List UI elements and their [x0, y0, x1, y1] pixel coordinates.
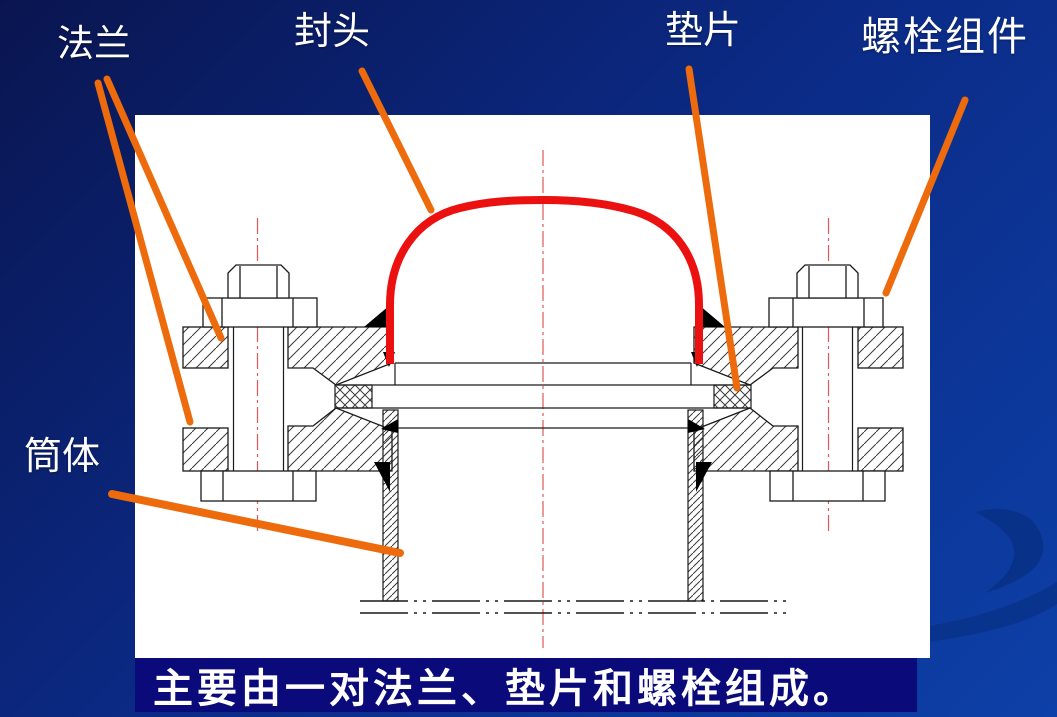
- label-head: 封头: [294, 11, 371, 53]
- upper-flange-right-outer: [857, 326, 904, 369]
- left-washer: [202, 297, 318, 328]
- bolt-shanks: [232, 327, 854, 471]
- lower-flange-right-outer: [857, 427, 904, 472]
- gasket-left-section: [334, 384, 373, 409]
- lower-flange-right-inner: [693, 407, 799, 472]
- caption-bar: 主要由一对法兰、垫片和螺栓组成。: [135, 658, 917, 712]
- panel-background: [135, 115, 930, 658]
- left-bolt-head: [227, 264, 290, 299]
- upper-flange-left-outer: [182, 326, 229, 369]
- right-washer: [768, 297, 884, 328]
- caption-text: 主要由一对法兰、垫片和螺栓组成。: [153, 666, 857, 711]
- right-bolt-head: [796, 264, 859, 299]
- label-gasket: 垫片: [665, 10, 742, 52]
- drawing-panel: [135, 115, 930, 658]
- gasket-right-section: [713, 384, 752, 409]
- label-shell: 筒体: [24, 436, 101, 478]
- lower-flange-left-outer: [182, 427, 229, 472]
- right-nut: [769, 470, 886, 502]
- left-nut: [200, 470, 317, 502]
- label-flange: 法兰: [57, 24, 131, 65]
- lower-flange-left-inner: [287, 407, 393, 472]
- flange-joint-cross-section: [135, 115, 930, 658]
- dished-head-outline: [386, 196, 703, 364]
- label-bolt-assembly: 螺栓组件: [861, 14, 1029, 59]
